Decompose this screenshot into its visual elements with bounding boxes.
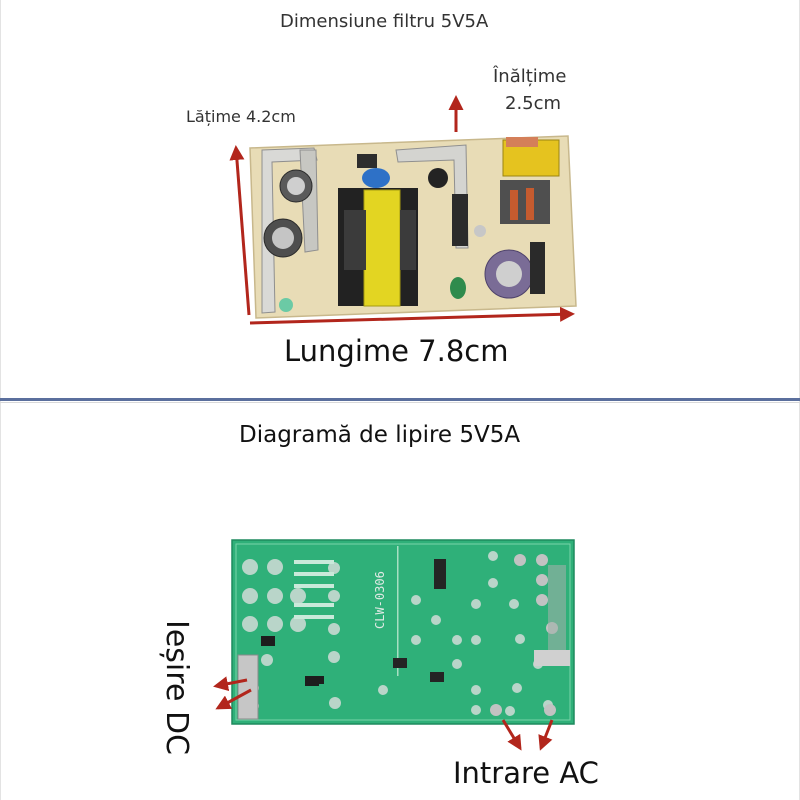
ac-arrow-1 <box>501 719 522 751</box>
pcb-model: CLW-0306 <box>373 571 387 629</box>
dc-arrow-1 <box>213 676 248 692</box>
height-label-line2: 2.5cm <box>505 93 562 114</box>
section-divider-shadow <box>0 402 800 403</box>
height-label-line1: Înălțime <box>493 66 567 87</box>
bottom-title: Diagramă de lipire 5V5A <box>239 422 521 448</box>
length-arrow <box>249 306 575 325</box>
top-title: Dimensiune filtru 5V5A <box>280 11 489 32</box>
psu-board-photo <box>249 135 577 319</box>
dc-arrow-2 <box>215 688 252 710</box>
length-label: Lungime 7.8cm <box>284 334 509 368</box>
section-divider <box>0 398 800 401</box>
pcb-board: CLW-0306 <box>231 539 575 725</box>
width-label: Lățime 4.2cm <box>186 107 296 126</box>
width-arrow <box>229 145 251 316</box>
ac-arrow-2 <box>538 719 554 751</box>
ac-input-label: Intrare AC <box>453 756 599 790</box>
